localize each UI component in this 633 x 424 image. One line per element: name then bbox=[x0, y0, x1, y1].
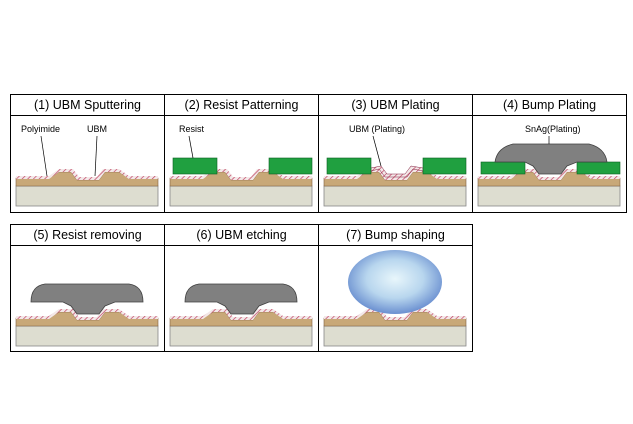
ubm-layer bbox=[16, 169, 158, 180]
substrate bbox=[477, 185, 621, 207]
leader-line bbox=[94, 135, 98, 177]
resist-left bbox=[480, 161, 526, 175]
step-2-panel: (2) Resist Patterning Resist bbox=[164, 94, 319, 213]
substrate bbox=[323, 185, 467, 207]
resist-right bbox=[422, 157, 467, 175]
step-title: (1) UBM Sputtering bbox=[11, 95, 164, 116]
ubm-layer bbox=[324, 309, 466, 320]
resist-left bbox=[326, 157, 372, 175]
ubm-layer bbox=[170, 309, 312, 320]
label-polyimide: Polyimide bbox=[21, 124, 60, 134]
step-6-panel: (6) UBM etching bbox=[164, 224, 319, 352]
step-title: (4) Bump Plating bbox=[473, 95, 626, 116]
step-7-panel: (7) Bump shaping bbox=[318, 224, 473, 352]
step-4-diagram: SnAg(Plating) bbox=[477, 124, 621, 207]
step-2-diagram: Resist bbox=[169, 124, 313, 207]
snag-bump bbox=[184, 283, 298, 315]
ubm-layer bbox=[16, 309, 158, 320]
resist-left bbox=[172, 157, 218, 175]
step-5-panel: (5) Resist removing bbox=[10, 224, 165, 352]
label-resist: Resist bbox=[179, 124, 205, 134]
resist-right bbox=[268, 157, 313, 175]
step-title: (6) UBM etching bbox=[165, 225, 318, 246]
snag-bump bbox=[30, 283, 144, 315]
label-snag-plating: SnAg(Plating) bbox=[525, 124, 581, 134]
solder-ball bbox=[348, 250, 442, 314]
substrate bbox=[169, 185, 313, 207]
leader-line bbox=[188, 135, 194, 159]
substrate bbox=[15, 185, 159, 207]
step-title: (3) UBM Plating bbox=[319, 95, 472, 116]
step-title: (2) Resist Patterning bbox=[165, 95, 318, 116]
step-3-diagram: UBM (Plating) bbox=[323, 124, 467, 207]
leader-line bbox=[372, 135, 382, 167]
substrate bbox=[323, 325, 467, 347]
step-title: (7) Bump shaping bbox=[319, 225, 472, 246]
step-4-panel: (4) Bump Plating SnAg(Plating) bbox=[472, 94, 627, 213]
step-5-diagram bbox=[15, 283, 159, 347]
resist-right bbox=[576, 161, 621, 175]
substrate bbox=[15, 325, 159, 347]
step-title: (5) Resist removing bbox=[11, 225, 164, 246]
step-7-diagram bbox=[323, 250, 467, 347]
leader-line bbox=[40, 135, 48, 177]
step-1-diagram: Polyimide UBM bbox=[15, 124, 159, 207]
label-ubm-plating: UBM (Plating) bbox=[349, 124, 405, 134]
snag-bump bbox=[494, 143, 608, 175]
step-6-diagram bbox=[169, 283, 313, 347]
step-1-panel: (1) UBM Sputtering Polyimide UBM bbox=[10, 94, 165, 213]
label-ubm: UBM bbox=[87, 124, 107, 134]
step-3-panel: (3) UBM Plating UBM (Plating) bbox=[318, 94, 473, 213]
substrate bbox=[169, 325, 313, 347]
